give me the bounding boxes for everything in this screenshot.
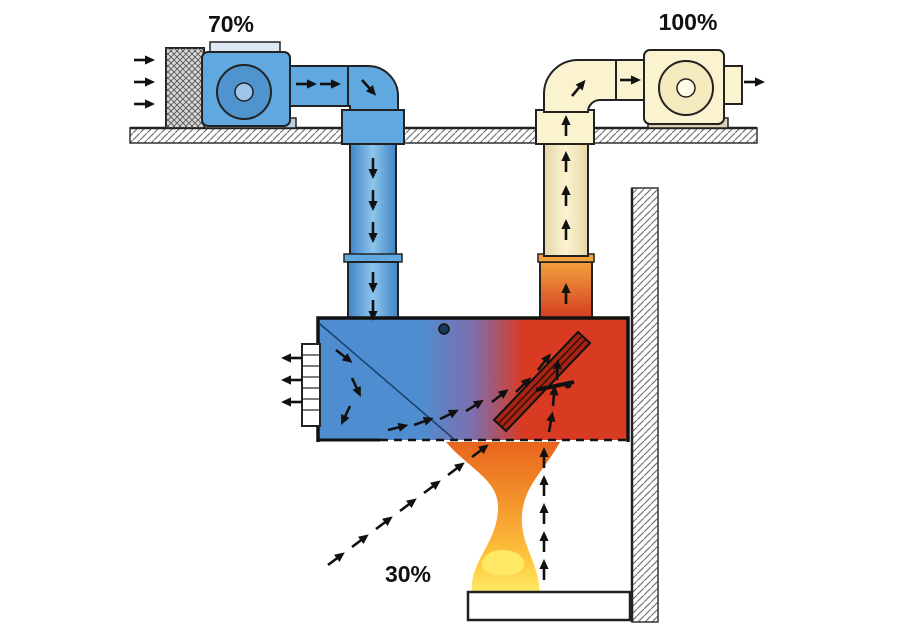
arrow-icon [279, 396, 304, 408]
hood-inner-panel-line [319, 323, 456, 441]
roof-ceiling [129, 126, 758, 144]
grease-filter [492, 330, 592, 433]
flame-plume [446, 442, 560, 592]
makeup-air-label: 30% [385, 561, 431, 587]
roof-slab [129, 127, 758, 144]
supply-fan-label: 70% [208, 11, 254, 37]
supply-fan-hub [234, 82, 254, 102]
front-louver [301, 343, 321, 427]
flame [446, 442, 560, 592]
hood [301, 316, 630, 442]
exhaust-fan-label: 100% [659, 9, 718, 35]
arrow-icon [132, 54, 157, 66]
arrow-icon [419, 475, 445, 498]
grease-filter-slot [497, 335, 583, 425]
supply-duct [341, 65, 405, 321]
arrow-icon [538, 557, 550, 582]
exhaust-outlet [723, 65, 743, 105]
spill-airflow-arrows [279, 352, 304, 408]
supply-fan-assembly [165, 41, 349, 129]
arrow-icon [279, 374, 304, 386]
right-wall [630, 187, 659, 623]
arrow-icon [347, 529, 373, 552]
arrow-icon [538, 501, 550, 526]
exhaust-fan-assembly [643, 49, 743, 129]
arrow-icon [132, 98, 157, 110]
supply-ceiling-collar [341, 109, 405, 145]
range-top [466, 590, 632, 622]
supply-outlet-duct [289, 65, 349, 107]
arrow-icon [443, 457, 469, 480]
flame-core [481, 550, 525, 576]
damper-knob [438, 323, 450, 335]
arrow-icon [395, 493, 421, 516]
exhaust-duct [535, 59, 645, 321]
grease-filter-slot [501, 338, 587, 428]
arrow-icon [132, 76, 157, 88]
supply-flange [343, 253, 403, 263]
filter-bolt [564, 381, 572, 389]
supply-inlet-filter-hatch [166, 48, 204, 128]
arrow-icon [371, 511, 397, 534]
wall-slab [631, 187, 659, 623]
arrow-icon [323, 547, 349, 570]
arrow-icon [538, 529, 550, 554]
exhaust-fan-hub [676, 78, 696, 98]
louver-frame [301, 343, 321, 427]
arrow-icon [742, 76, 767, 88]
range-appliance [466, 590, 632, 622]
arrow-icon [538, 473, 550, 498]
arrow-icon [279, 352, 304, 364]
labels: 70% 100% 30% [208, 9, 717, 587]
